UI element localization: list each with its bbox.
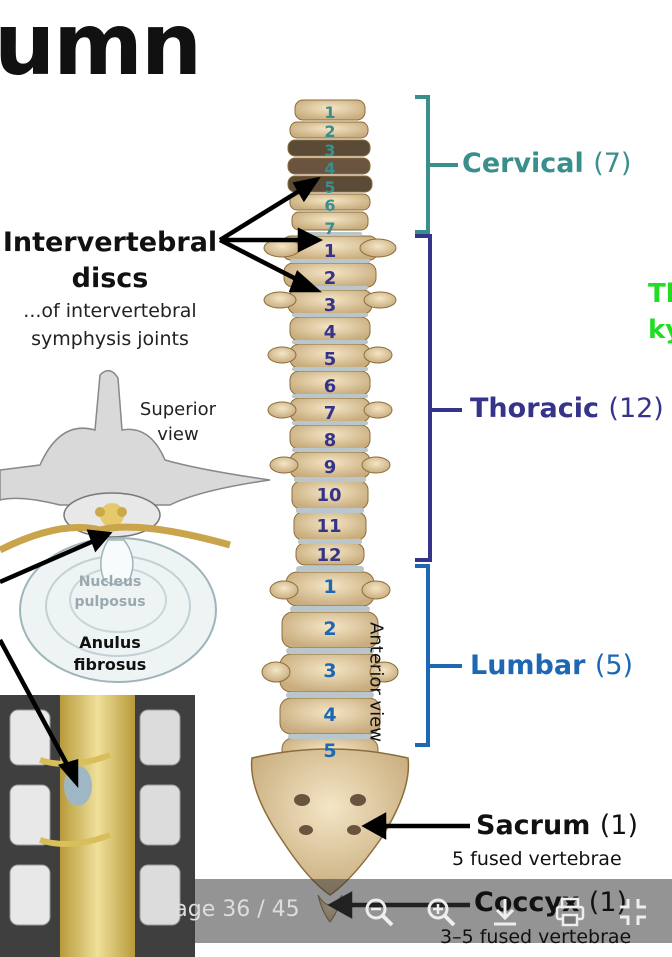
coccyx-subtitle: 3–5 fused vertebrae — [440, 926, 632, 948]
cervical-vertebra-2: 2 — [324, 122, 336, 141]
thoracic-label: Thoracic (12) — [470, 393, 664, 424]
cut-off-green-text: Th ky — [648, 276, 672, 349]
lumbar-name: Lumbar — [470, 650, 586, 681]
lumbar-vertebra-3: 3 — [323, 660, 337, 682]
section-arrow — [0, 638, 72, 772]
zoom-in-icon[interactable] — [424, 895, 458, 929]
lumbar-bracket — [415, 564, 462, 747]
sacrum-subtitle: 5 fused vertebrae — [452, 848, 622, 870]
cervical-bracket — [415, 95, 458, 234]
disc-sub-line2: symphysis joints — [31, 327, 189, 350]
thoracic-vertebrae — [281, 235, 379, 566]
viewer-toolbar — [192, 879, 672, 943]
superior-view-vertebra — [0, 369, 271, 683]
nucleus-arrow — [0, 537, 97, 585]
lumbar-label: Lumbar (5) — [470, 650, 633, 681]
thoracic-vertebra-4: 4 — [323, 322, 337, 343]
sagittal-section — [0, 695, 195, 957]
cut-text-line1: Th — [648, 279, 672, 309]
thoracic-count: (12) — [608, 393, 664, 424]
thoracic-name: Thoracic — [470, 393, 599, 424]
superior-view-label: Superior view — [128, 397, 228, 447]
intervertebral-discs-subtitle: ...of intervertebral symphysis joints — [0, 298, 220, 353]
lumbar-vertebra-4: 4 — [323, 704, 337, 726]
download-icon[interactable] — [488, 895, 522, 929]
thoracic-vertebra-6: 6 — [323, 376, 337, 397]
thoracic-vertebra-5: 5 — [323, 349, 337, 370]
cervical-name: Cervical — [462, 148, 584, 179]
nucleus-line2: pulposus — [74, 593, 146, 610]
thoracic-vertebra-7: 7 — [323, 403, 337, 424]
disc-arrows — [218, 176, 324, 293]
thoracic-vertebra-3: 3 — [323, 295, 337, 316]
thoracic-vertebra-1: 1 — [323, 241, 337, 262]
disc-title-line2: discs — [71, 263, 149, 295]
thoracic-bracket — [415, 234, 462, 562]
lumbar-count: (5) — [594, 650, 634, 681]
thoracic-vertebra-12: 12 — [316, 545, 342, 566]
zoom-out-icon[interactable] — [362, 895, 396, 929]
nucleus-pulposus-label: Nucleus pulposus — [60, 573, 160, 612]
anulus-fibrosus-label: Anulus fibrosus — [60, 632, 160, 675]
nucleus-line1: Nucleus — [78, 574, 142, 590]
cervical-vertebra-5: 5 — [324, 178, 336, 197]
anulus-line1: Anulus — [79, 633, 141, 652]
lumbar-vertebra-2: 2 — [323, 618, 337, 640]
exit-fullscreen-icon[interactable] — [616, 895, 650, 929]
disc-sub-line1: ...of intervertebral — [23, 300, 197, 322]
page-title: umn — [0, 0, 202, 95]
thoracic-vertebra-8: 8 — [323, 430, 337, 451]
cervical-vertebra-6: 6 — [324, 196, 336, 215]
anulus-line2: fibrosus — [73, 654, 147, 674]
print-icon[interactable] — [553, 895, 587, 929]
sacrum-bone — [250, 748, 410, 896]
cervical-count: (7) — [593, 148, 632, 179]
superior-view-line1: Superior — [139, 399, 217, 420]
superior-view-line2: view — [157, 424, 199, 446]
cut-text-line2: ky — [648, 315, 672, 346]
page-indicator: Page 36 / 45 — [162, 897, 300, 922]
intervertebral-discs-title: Intervertebral discs — [0, 225, 220, 298]
anterior-view-label: Anterior view — [365, 622, 387, 742]
sacrum-name: Sacrum — [476, 810, 591, 841]
sacrum-label: Sacrum (1) — [476, 810, 638, 841]
cervical-label: Cervical (7) — [462, 148, 631, 179]
thoracic-vertebra-9: 9 — [323, 457, 337, 478]
thoracic-vertebra-11: 11 — [316, 516, 342, 537]
thoracic-vertebra-2: 2 — [323, 268, 337, 289]
vertebral-column — [250, 99, 410, 923]
lumbar-vertebra-5: 5 — [323, 740, 337, 762]
coccyx-count: (1) — [588, 887, 628, 918]
cervical-vertebra-3: 3 — [324, 141, 336, 160]
cervical-vertebra-4: 4 — [324, 159, 336, 178]
cervical-vertebra-1: 1 — [324, 103, 336, 122]
cervical-vertebra-7: 7 — [324, 219, 336, 238]
disc-title-line1: Intervertebral — [2, 227, 218, 258]
thoracic-vertebra-10: 10 — [316, 485, 342, 506]
lumbar-vertebra-1: 1 — [323, 576, 337, 598]
sacrum-count: (1) — [599, 810, 638, 841]
